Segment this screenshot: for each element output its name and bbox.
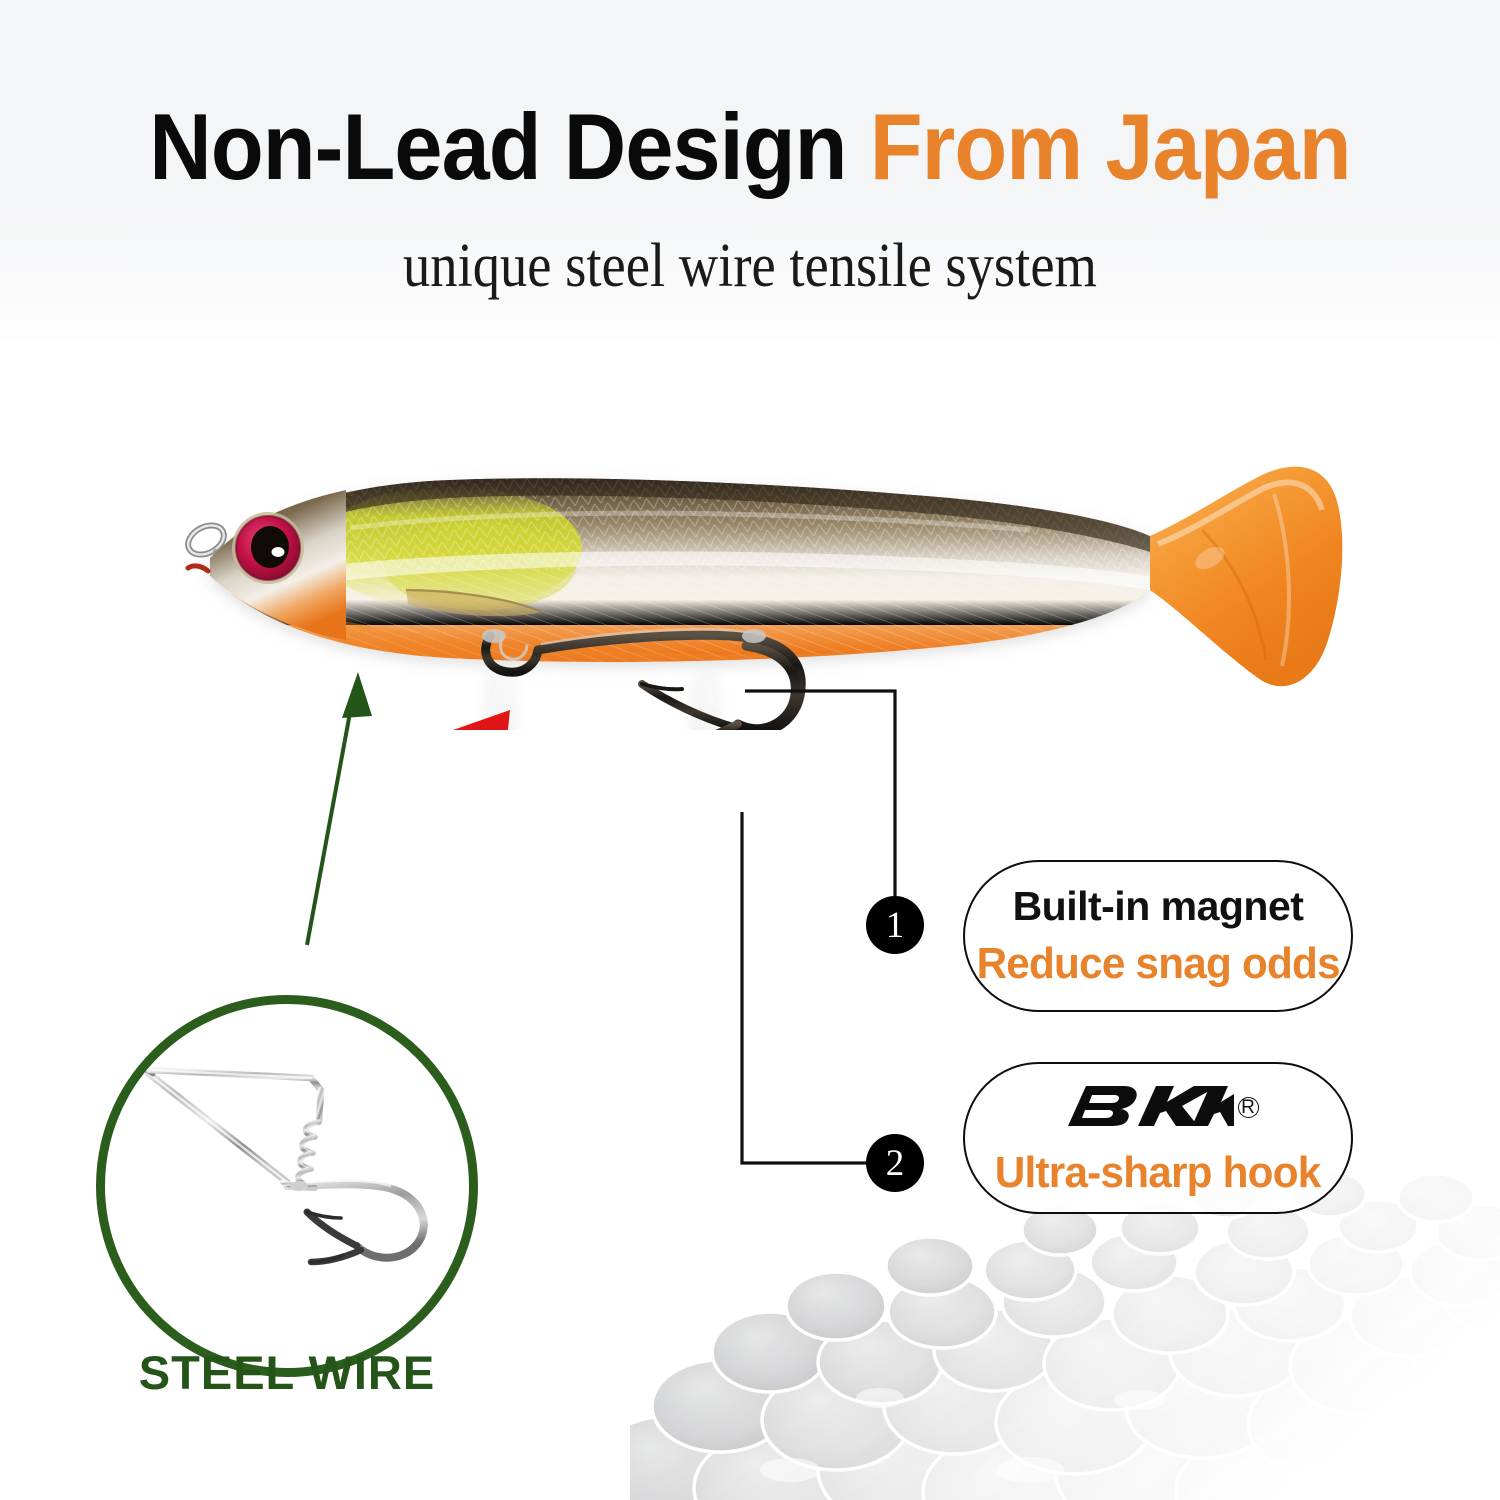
page-subtitle: unique steel wire tensile system xyxy=(403,232,1097,300)
steel-wire-label: STEEL WIRE xyxy=(138,1346,436,1399)
callout-marker-1-number: 1 xyxy=(885,904,905,946)
page-title: Non-Lead Design From Japan xyxy=(60,95,1440,199)
badge-title-magnet: Built-in magnet xyxy=(1012,883,1304,929)
badge-subtitle-magnet: Reduce snag odds xyxy=(976,939,1340,988)
header-band xyxy=(0,0,1500,345)
callout-marker-1[interactable]: 1 xyxy=(866,896,924,954)
steel-wire-detail-circle xyxy=(96,995,478,1377)
soft-swimbait-lure-image xyxy=(150,440,1410,929)
callout-marker-2[interactable]: 2 xyxy=(866,1134,924,1192)
steel-wire-hook-illustration xyxy=(130,1059,428,1266)
paddle-tail xyxy=(1150,466,1343,687)
hook-flip-up-arrow xyxy=(270,710,510,896)
river-rock-bed-watermark xyxy=(630,1170,1500,1500)
bkk-brand-logo: R xyxy=(1058,1082,1259,1132)
headline-main: Non-Lead Design xyxy=(149,94,847,199)
registered-trademark-icon: R xyxy=(1237,1096,1259,1118)
headline-accent: From Japan xyxy=(869,94,1352,199)
callout-marker-2-number: 2 xyxy=(885,1142,905,1184)
lure-body xyxy=(210,478,1150,662)
lure-eye xyxy=(232,512,304,584)
callout-badge-magnet[interactable]: Built-in magnet Reduce snag odds xyxy=(963,860,1353,1012)
badge-subtitle-hook: Ultra-sharp hook xyxy=(995,1147,1321,1197)
callout-badge-hook[interactable]: R Ultra-sharp hook xyxy=(963,1062,1353,1214)
bkk-wordmark-icon xyxy=(1067,1085,1234,1126)
